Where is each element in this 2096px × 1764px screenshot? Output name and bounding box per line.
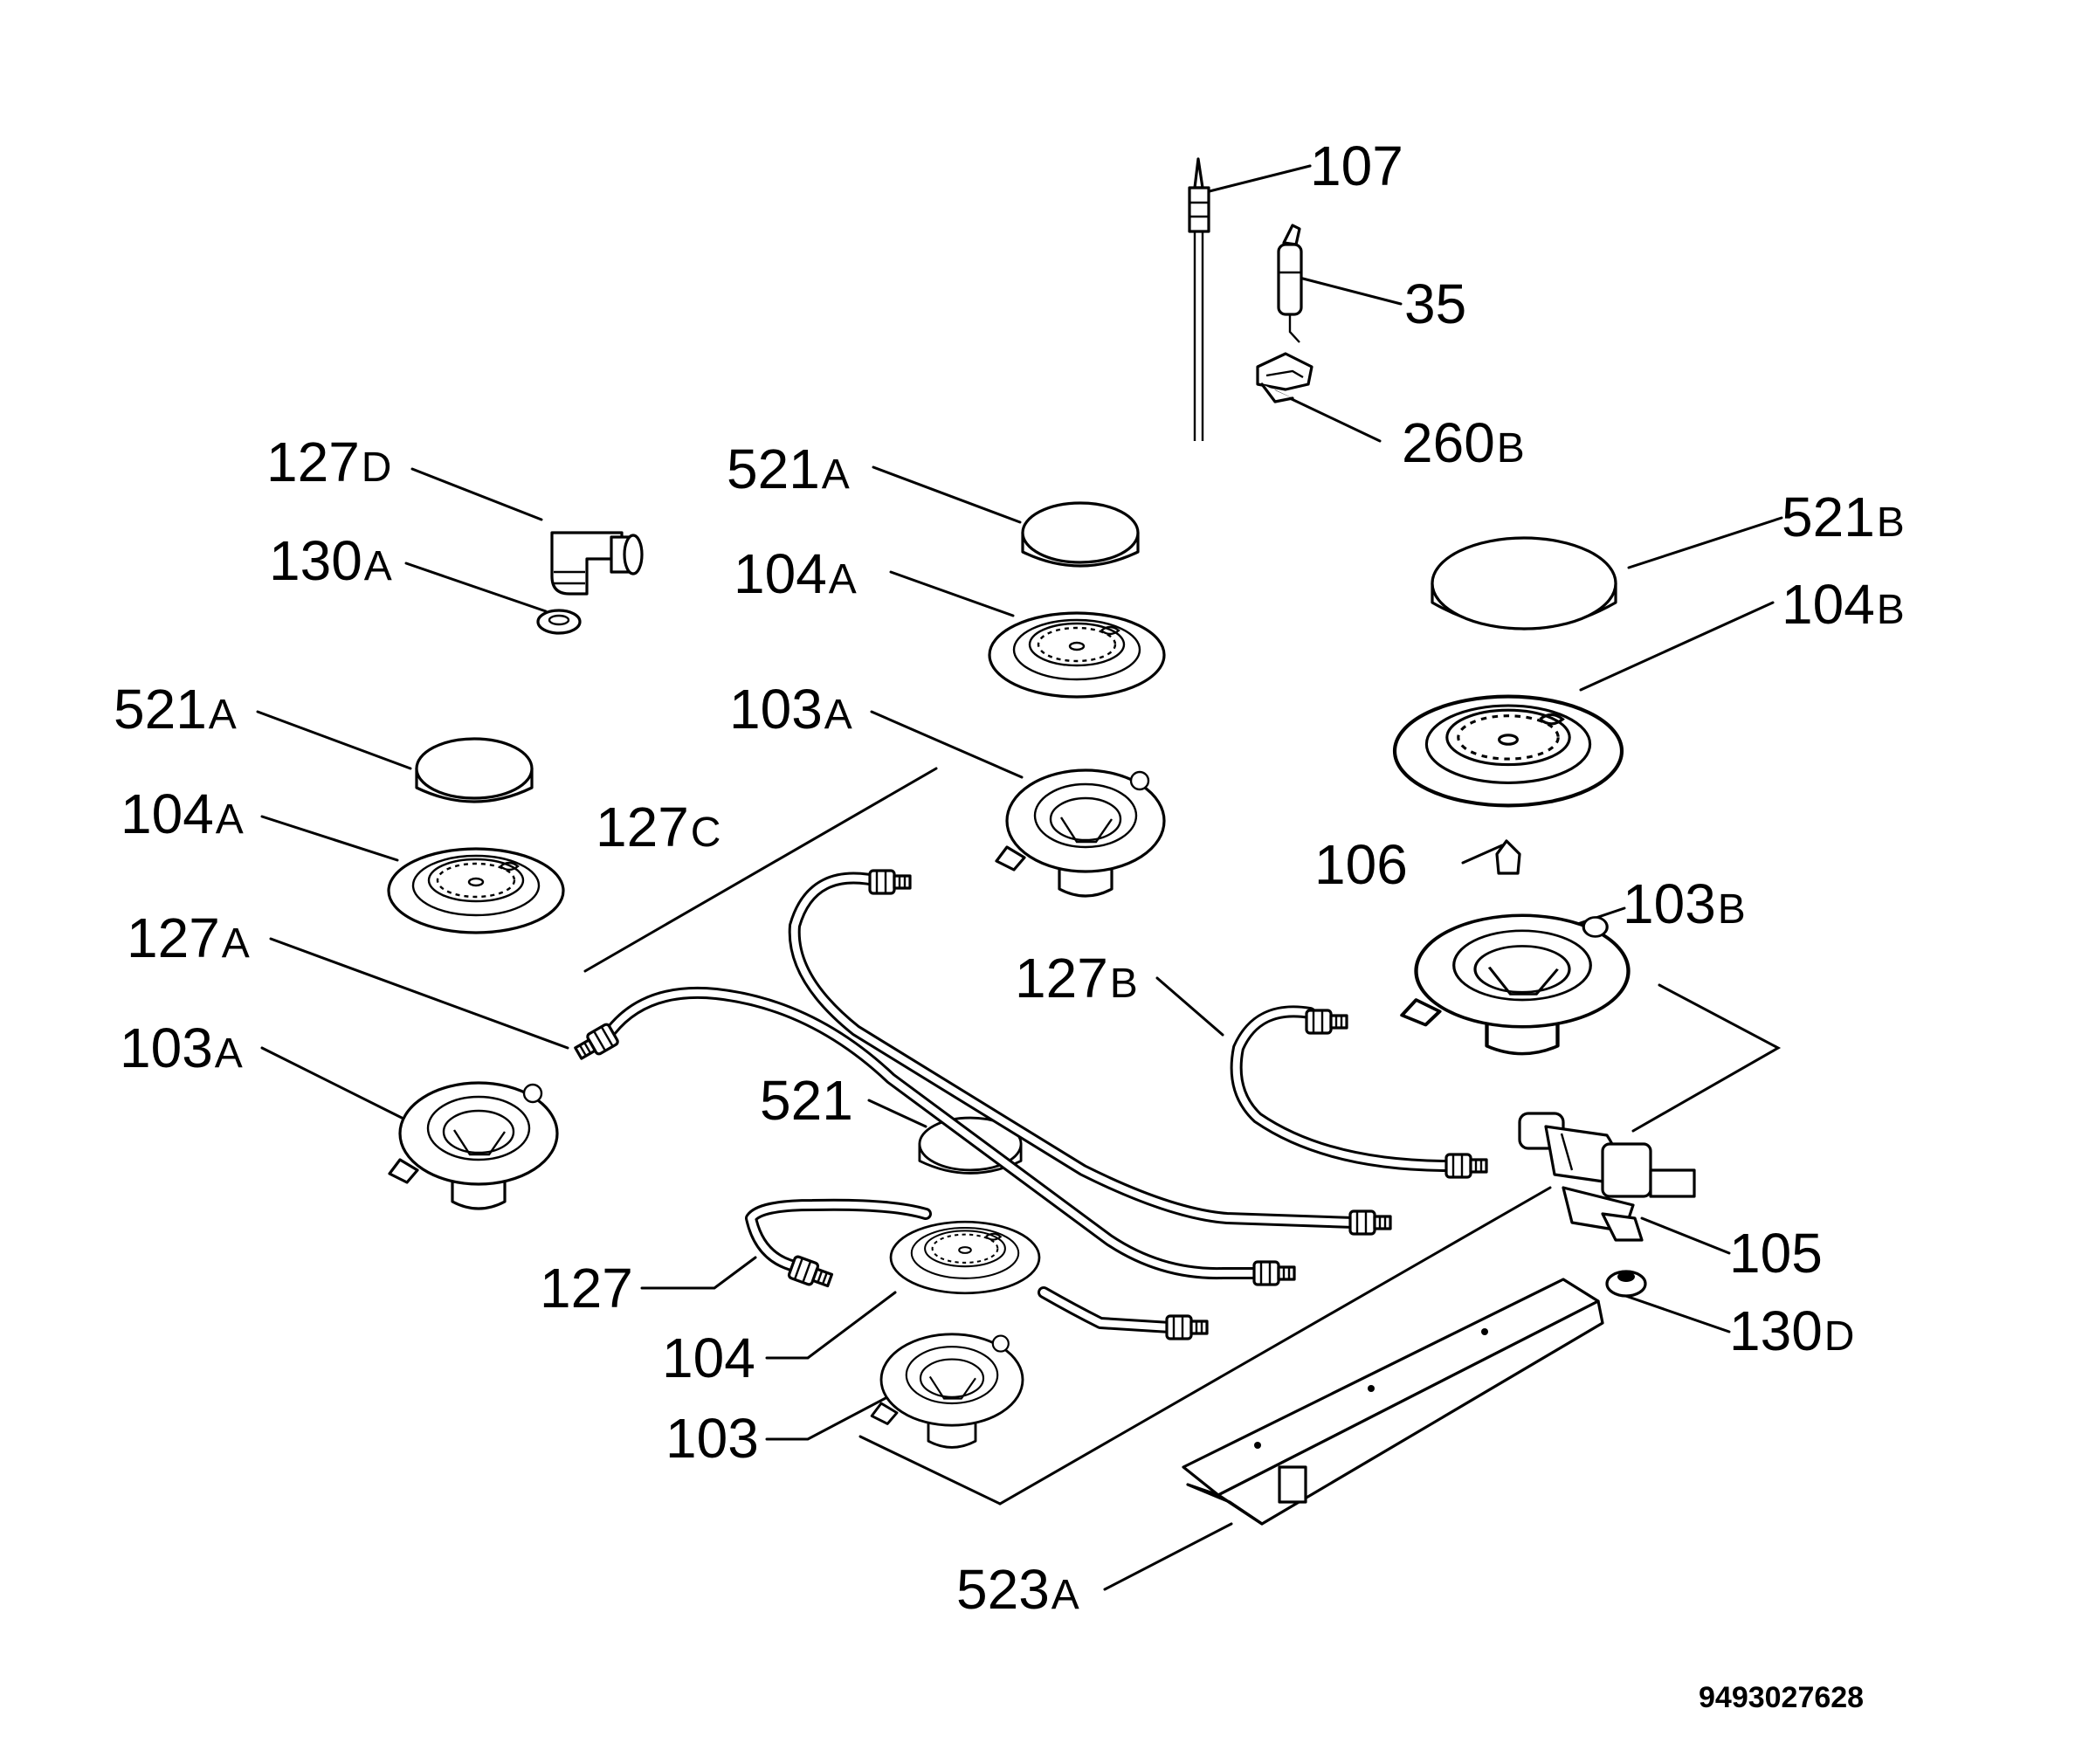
gas-valve <box>1518 1112 1696 1242</box>
label-106: 106 <box>1314 833 1408 896</box>
label-105: 105 <box>1729 1222 1823 1285</box>
label-103: 103 <box>665 1407 759 1470</box>
gas-tubes <box>571 869 1488 1340</box>
label-260B: 260B <box>1402 411 1525 474</box>
label-35: 35 <box>1404 272 1467 335</box>
document-number: 9493027628 <box>1699 1681 1865 1714</box>
label-127D: 127D <box>266 431 392 493</box>
label-521A-top: 521A <box>727 438 850 500</box>
label-127B: 127B <box>1015 947 1138 1009</box>
label-130A: 130A <box>269 529 392 592</box>
label-521: 521 <box>760 1069 853 1132</box>
label-127A: 127A <box>127 906 250 969</box>
burner-rail <box>1182 1278 1604 1526</box>
label-521B: 521B <box>1782 486 1905 548</box>
label-103B: 103B <box>1623 872 1746 935</box>
label-103A-left: 103A <box>120 1016 243 1079</box>
label-523A: 523A <box>956 1558 1079 1621</box>
label-104B: 104B <box>1782 573 1905 636</box>
label-521A-left: 521A <box>114 678 237 741</box>
label-104: 104 <box>662 1326 755 1389</box>
label-127C: 127C <box>596 796 721 858</box>
label-130D: 130D <box>1729 1299 1855 1362</box>
label-103A-mid: 103A <box>729 678 852 741</box>
label-107: 107 <box>1310 134 1403 197</box>
label-127: 127 <box>540 1257 633 1320</box>
label-104A-left: 104A <box>121 782 244 845</box>
label-104A-top: 104A <box>734 542 857 605</box>
